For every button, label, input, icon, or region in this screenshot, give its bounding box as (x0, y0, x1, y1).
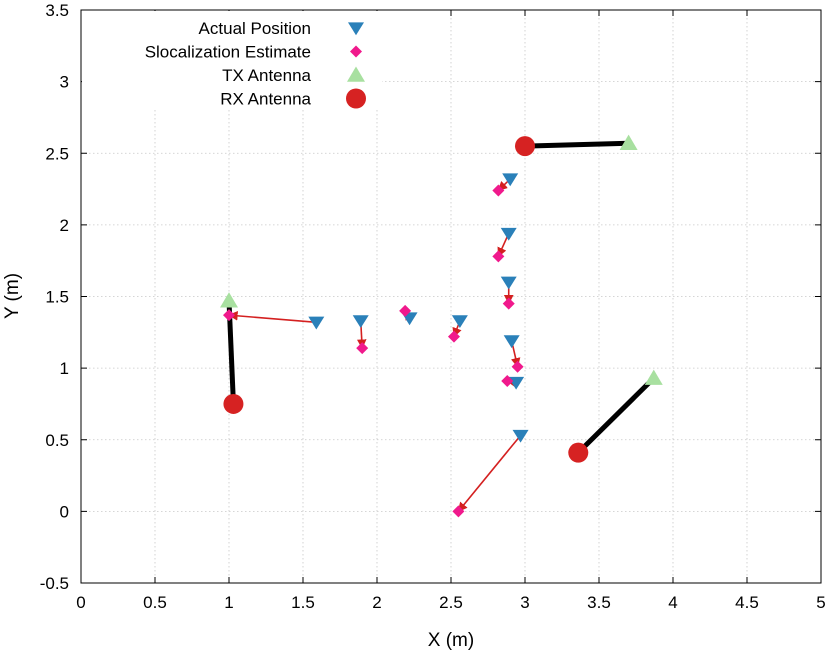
actual-position-point (308, 316, 325, 330)
error-arrow (228, 311, 317, 324)
legend-label: Slocalization Estimate (145, 43, 311, 62)
slocalization-estimate-point (492, 184, 505, 197)
x-tick-label: 2 (372, 593, 381, 612)
actual-position-point (512, 429, 529, 443)
rx-antenna-point (515, 136, 535, 157)
x-tick-label: 4.5 (735, 593, 759, 612)
slocalization-estimate-point (511, 360, 524, 373)
x-axis-label: X (m) (428, 630, 474, 651)
slocalization-estimate-point (492, 250, 505, 263)
x-tick-label: 0.5 (143, 593, 167, 612)
y-tick-label: -0.5 (40, 574, 69, 593)
antenna-link-line (576, 376, 656, 455)
tx-antenna-point (644, 369, 663, 385)
legend-background (82, 11, 382, 109)
y-tick-label: 2.5 (45, 144, 69, 163)
y-axis-label: Y (m) (2, 273, 23, 319)
rx-antenna-point (568, 442, 589, 463)
legend-label: Actual Position (199, 19, 311, 38)
y-tick-label: 1.5 (45, 288, 69, 307)
slocalization-estimate-point (501, 375, 514, 388)
y-tick-label: 3.5 (45, 1, 69, 20)
actual-position-point (451, 315, 468, 329)
tx-antenna-point (619, 134, 638, 150)
error-arrows (228, 178, 522, 513)
x-tick-label: 3 (520, 593, 529, 612)
x-tick-label: 1 (224, 593, 233, 612)
y-tick-label: 0 (60, 502, 69, 521)
y-tick-label: 0.5 (45, 431, 69, 450)
legend-marker (346, 88, 366, 109)
slocalization-estimate-point (502, 297, 515, 310)
legend-label: RX Antenna (220, 90, 311, 109)
actual-position-point (500, 276, 517, 290)
legend-label: TX Antenna (222, 66, 311, 85)
antenna-link-line (524, 140, 629, 149)
tx-antenna-point (220, 292, 238, 308)
slocalization-estimate-point (447, 330, 460, 343)
x-tick-label: 1.5 (291, 593, 315, 612)
actual-position-point (502, 173, 519, 187)
legend-marker (348, 22, 364, 36)
x-tick-label: 3.5 (587, 593, 611, 612)
error-arrow (457, 434, 522, 513)
actual-position-point (500, 227, 517, 241)
actual-position-point (352, 315, 369, 329)
x-tick-label: 4 (668, 593, 677, 612)
y-tick-label: 1 (60, 359, 69, 378)
grid (81, 10, 821, 583)
axis-ticks: 0 0.5 1 1.5 2 2.5 3 3.5 4 4.5 5 -0.5 0 0.5 1 1.5 2 2.5 3 3.… (40, 1, 826, 612)
data-points (220, 134, 663, 518)
x-tick-label: 0 (76, 593, 85, 612)
slocalization-estimate-point (452, 505, 465, 518)
legend-marker (347, 66, 365, 82)
x-tick-label: 5 (816, 593, 825, 612)
slocalization-estimate-point (356, 342, 369, 355)
slocalization-estimate-point (223, 309, 235, 322)
actual-position-point (503, 335, 520, 349)
x-tick-label: 2.5 (439, 593, 463, 612)
slocalization-estimate-point (399, 304, 412, 317)
y-tick-label: 2 (60, 216, 69, 235)
legend-marker (350, 45, 362, 58)
rx-antenna-point (223, 393, 244, 414)
y-tick-label: 3 (60, 73, 69, 92)
antenna-links (226, 140, 656, 455)
